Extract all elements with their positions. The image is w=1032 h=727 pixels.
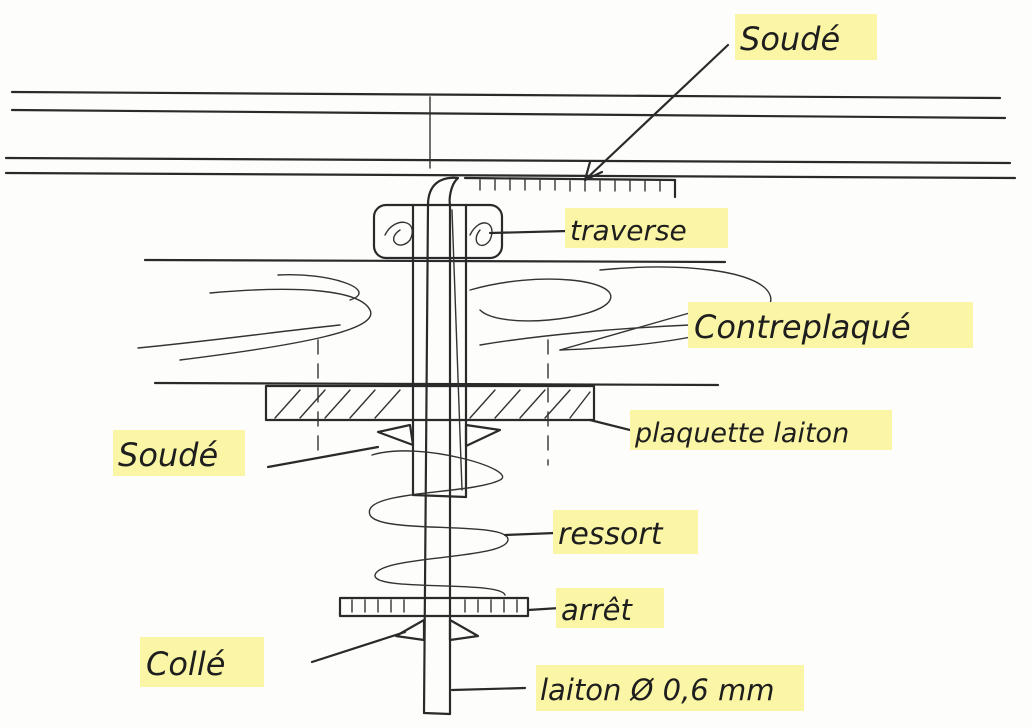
- solder-blobs: [376, 423, 502, 448]
- label-text: Soudé: [740, 20, 840, 58]
- label-text: traverse: [570, 214, 687, 247]
- top-solder-plate: [463, 176, 677, 199]
- label-traverse: traverse: [565, 208, 728, 248]
- label-plaquette: plaquette laiton: [630, 410, 892, 450]
- label-soude-left: Soudé: [113, 430, 245, 476]
- label-text: Contreplaqué: [694, 308, 911, 346]
- label-soude-top: Soudé: [735, 14, 877, 60]
- label-ressort: ressort: [553, 510, 698, 554]
- screw-guides: [317, 339, 549, 466]
- label-text: laiton Ø 0,6 mm: [540, 673, 774, 707]
- label-colle: Collé: [140, 637, 264, 687]
- label-arret: arrêt: [556, 588, 664, 628]
- label-text: plaquette laiton: [634, 418, 849, 449]
- brass-plate: [264, 384, 596, 422]
- label-text: Collé: [146, 645, 225, 683]
- spring: [368, 450, 509, 596]
- plywood-board: [137, 258, 772, 387]
- stop-washer: [338, 596, 530, 642]
- label-text: arrêt: [561, 593, 633, 627]
- traverse-block: [372, 203, 504, 260]
- label-text: Soudé: [118, 436, 218, 474]
- label-text: ressort: [558, 517, 664, 552]
- guide-tube: [411, 203, 468, 499]
- leader-lines: [266, 43, 730, 692]
- rail-lines: [4, 90, 1017, 180]
- label-laiton: laiton Ø 0,6 mm: [536, 665, 804, 711]
- label-contreplaque: Contreplaqué: [688, 302, 973, 348]
